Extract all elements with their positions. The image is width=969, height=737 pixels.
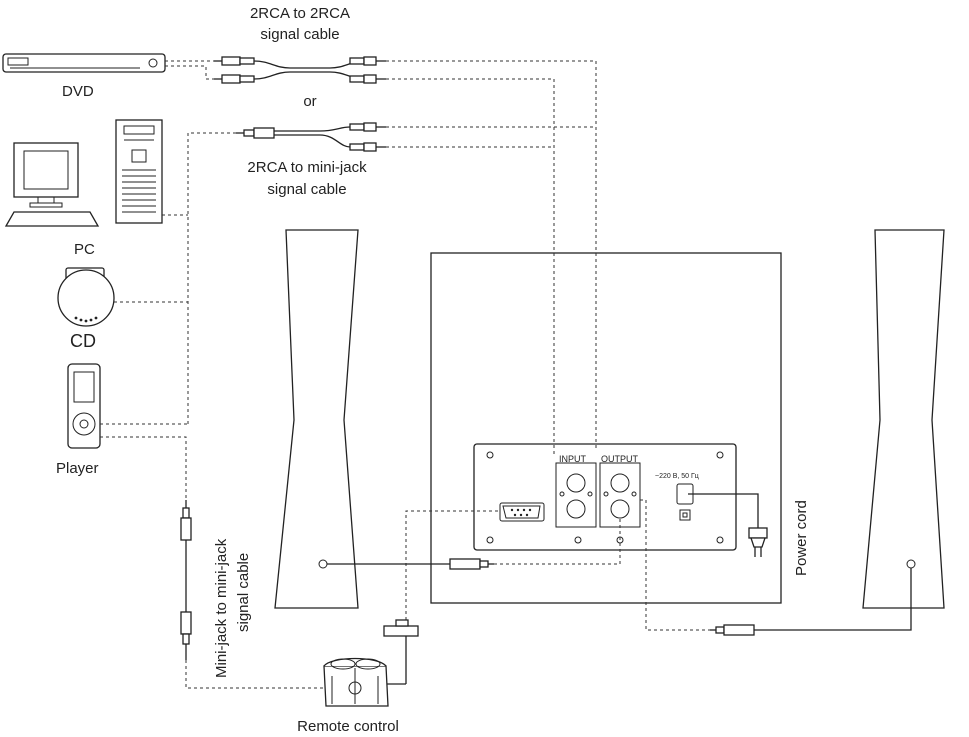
cable-minijack-to-minijack xyxy=(180,500,192,660)
cable-2rca-label-line2: signal cable xyxy=(260,26,339,43)
remote-control-label: Remote control xyxy=(297,718,399,735)
input-block xyxy=(555,462,597,528)
output-rca-top xyxy=(610,473,630,493)
left-speaker-cable xyxy=(327,558,494,570)
power-switch xyxy=(679,509,691,521)
pc-icon xyxy=(4,119,163,227)
power-cord-label: Power cord xyxy=(793,500,810,576)
player-label: Player xyxy=(56,460,99,477)
right-speaker-cable xyxy=(710,568,912,636)
db9-connector xyxy=(499,502,545,522)
vertical-cable-label-line1: Mini-jack to mini-jack xyxy=(213,538,230,678)
power-cord xyxy=(688,493,768,557)
subwoofer-back-panel xyxy=(473,443,737,551)
connection-lines xyxy=(100,60,710,689)
or-label: or xyxy=(303,93,316,110)
output-rca-bottom xyxy=(610,499,630,519)
cd-label: CD xyxy=(70,331,96,351)
cable-2rca-to-2rca xyxy=(214,56,386,84)
input-rca-top xyxy=(566,473,586,493)
input-rca-bottom xyxy=(566,499,586,519)
input-label: INPUT xyxy=(559,454,587,464)
pc-label: PC xyxy=(74,241,95,258)
cable-minijack-label-line1: 2RCA to mini-jack xyxy=(247,159,367,176)
cable-minijack-label-line2: signal cable xyxy=(267,181,346,198)
dvd-player-icon xyxy=(2,53,166,73)
cable-2rca-to-minijack xyxy=(236,122,386,152)
media-player-icon xyxy=(67,363,101,449)
remote-control-icon xyxy=(323,619,419,707)
cd-player-icon xyxy=(57,267,115,327)
power-spec-label: ~220 В, 50 Гц xyxy=(655,473,699,480)
left-speaker xyxy=(274,229,359,609)
subwoofer: INPUT OUTPUT ~220 В, 50 Гц xyxy=(430,252,782,604)
output-label: OUTPUT xyxy=(601,454,639,464)
dvd-label: DVD xyxy=(62,83,94,100)
right-speaker xyxy=(862,229,945,609)
vertical-cable-label-line2: signal cable xyxy=(235,553,252,632)
output-block xyxy=(599,462,641,528)
cable-2rca-label-line1: 2RCA to 2RCA xyxy=(250,5,350,22)
